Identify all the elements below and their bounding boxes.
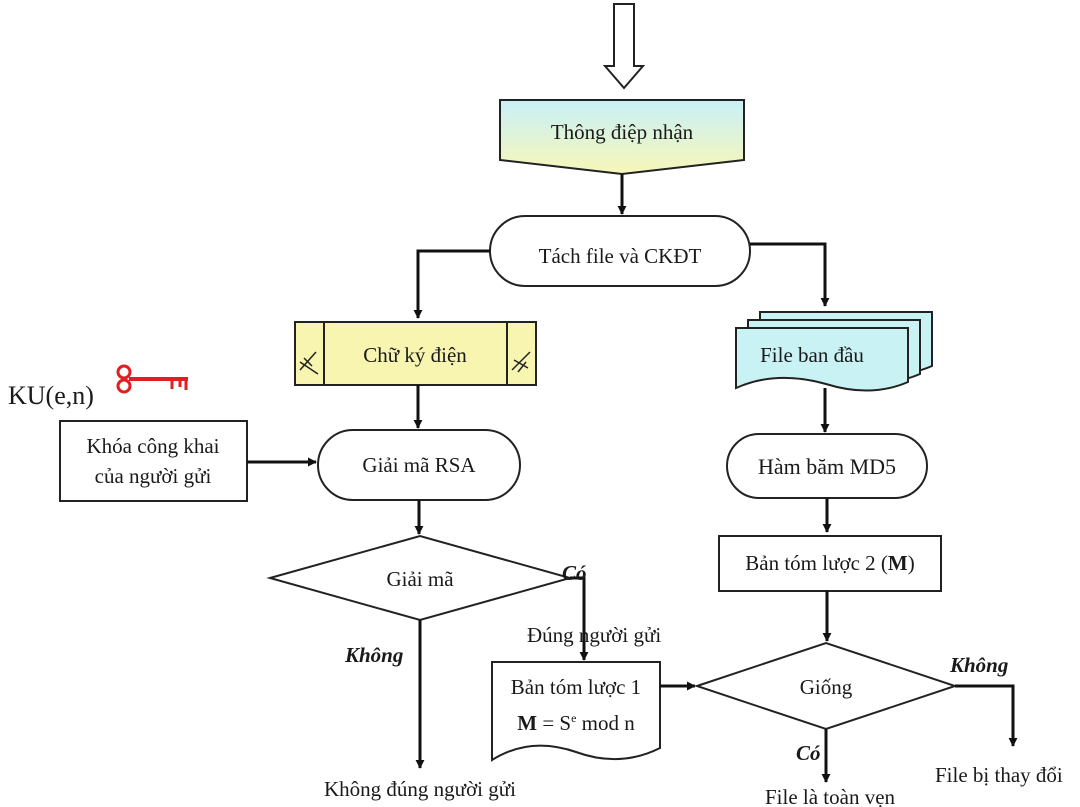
compare-no-result: File bị thay đổi (935, 763, 1063, 787)
digest1-node (491, 661, 661, 762)
signature-node (294, 321, 537, 386)
rsa-decrypt-label: Giải mã RSA (362, 453, 476, 477)
decrypt-yes-label: Có (562, 561, 587, 585)
compare-no-label: Không (949, 653, 1008, 677)
key-label: KU(e,n) (8, 381, 94, 410)
compare-yes-result: File là toàn vẹn (765, 785, 896, 807)
pen-icon (511, 351, 531, 373)
public-key-line2: của người gửi (95, 464, 212, 488)
split-label: Tách file và CKĐT (539, 244, 702, 268)
edge-split-signature (413, 249, 490, 319)
compare-decision-label: Giống (800, 675, 853, 699)
original-file-node (735, 311, 933, 392)
digest2-node (718, 535, 942, 592)
digest2-label: Bản tóm lược 2 (M) (745, 551, 914, 575)
received-message-node (499, 99, 745, 176)
original-file-label: File ban đầu (760, 343, 864, 367)
decrypt-yes-note: Đúng người gửi (527, 623, 661, 647)
md5-label: Hàm băm MD5 (758, 454, 896, 479)
received-message-label: Thông điệp nhận (551, 120, 694, 144)
public-key-node (59, 420, 248, 502)
edge-compare-no (955, 684, 1018, 747)
signature-label: Chữ ký điện (363, 343, 467, 367)
digest1-formula: M = Se mod n (517, 711, 635, 735)
edge-decrypt-yes (570, 576, 589, 661)
pen-icon (299, 351, 319, 375)
decrypt-no-label: Không (344, 643, 403, 667)
edge-split-file (750, 242, 830, 307)
compare-yes-label: Có (796, 741, 821, 765)
input-arrow-icon (602, 3, 646, 90)
decrypt-decision-label: Giải mã (386, 567, 454, 591)
public-key-line1: Khóa công khai (87, 434, 220, 458)
digest1-line1: Bản tóm lược 1 (511, 675, 641, 699)
key-icon (116, 364, 188, 394)
decrypt-no-result: Không đúng người gửi (324, 777, 516, 801)
